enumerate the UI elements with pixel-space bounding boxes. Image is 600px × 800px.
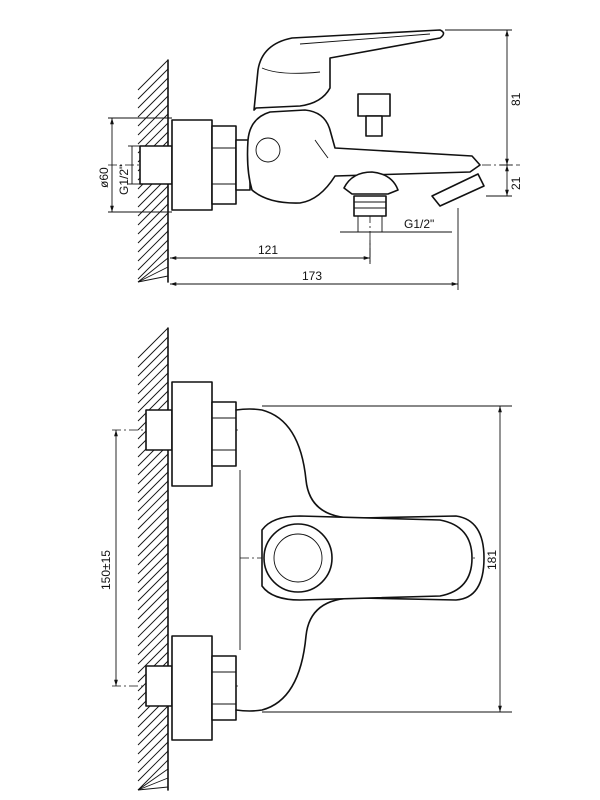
hatch-line (137, 759, 169, 791)
center-150-label: 150±15 (99, 550, 113, 590)
dim-center-150: 150±15 (99, 430, 118, 686)
hatch-line (137, 471, 169, 503)
hatch-line (137, 68, 169, 100)
hatch-line (137, 723, 169, 755)
hatch-line (137, 570, 169, 602)
hatch-line (137, 248, 169, 280)
hatch-line (137, 86, 169, 118)
hatch-line (137, 516, 169, 548)
spout-tip (431, 173, 485, 207)
hatch-line (137, 462, 169, 494)
width-181-label: 181 (485, 550, 499, 570)
hatch-line (137, 221, 169, 253)
hatch-line (137, 266, 169, 283)
height-21-label: 21 (509, 176, 523, 190)
dim-height-81: 81 (445, 29, 523, 166)
thread-inlet-label: G1/2" (117, 165, 131, 195)
upper-inlet-assembly (145, 381, 237, 487)
hatch-line (137, 390, 169, 422)
dim-thread-outlet: G1/2" (340, 217, 452, 233)
dim-length-121: 121 (170, 240, 371, 264)
hatch-line (137, 777, 169, 791)
hatch-line (137, 579, 169, 611)
hatch-line (137, 588, 169, 620)
hatch-line (137, 113, 169, 145)
hex-nut (211, 125, 237, 205)
hatch-line (137, 642, 169, 674)
dim-height-21: 21 (486, 165, 523, 197)
hatch-line (137, 498, 169, 530)
lower-inlet-assembly (145, 635, 237, 741)
hatch-line (137, 453, 169, 485)
hatch-line (137, 230, 169, 262)
hatch-line (137, 363, 169, 395)
side-view: ø60 G1/2" 81 21 G1/2" (97, 29, 523, 290)
height-81-label: 81 (509, 92, 523, 106)
hatch-line (137, 732, 169, 764)
dim-thread-inlet: G1/2" (117, 145, 142, 195)
top-view: 181 150±15 (99, 327, 512, 791)
mixer-body (246, 109, 481, 204)
hatch-line (137, 194, 169, 226)
hatch-line (137, 624, 169, 656)
hatch-line (137, 750, 169, 782)
hatch-line (137, 345, 169, 377)
hatch-line (137, 606, 169, 638)
hatch-line (137, 552, 169, 584)
hatch-line (137, 239, 169, 271)
hatch-line (137, 275, 169, 283)
mixer-body-top (235, 408, 485, 712)
hatch-line (137, 59, 169, 91)
shower-outlet (343, 171, 399, 195)
wall-flange (171, 119, 213, 211)
diverter-knob (357, 93, 391, 137)
thread-outlet-label: G1/2" (404, 217, 434, 231)
wall-hatch-top (137, 327, 169, 791)
hatch-line (137, 257, 169, 283)
hatch-line (137, 480, 169, 512)
inlet-pipe (139, 145, 173, 185)
lever-handle (253, 29, 445, 111)
length-121-label: 121 (258, 243, 278, 257)
hatch-line (137, 77, 169, 109)
dim-diameter-60: ø60 (97, 117, 172, 213)
hatch-line (137, 381, 169, 413)
hatch-line (137, 543, 169, 575)
outlet-thread (353, 195, 387, 217)
hatch-line (137, 95, 169, 127)
hatch-line (137, 327, 169, 359)
hatch-line (137, 104, 169, 136)
hatch-line (137, 597, 169, 629)
hatch-line (137, 212, 169, 244)
hatch-line (137, 507, 169, 539)
hatch-line (137, 489, 169, 521)
hatch-line (137, 372, 169, 404)
diameter-60-label: ø60 (97, 167, 111, 188)
length-173-label: 173 (302, 269, 322, 283)
hatch-line (137, 705, 169, 737)
hatch-line (137, 534, 169, 566)
hatch-line (137, 185, 169, 217)
hatch-line (137, 786, 169, 791)
hatch-line (137, 768, 169, 791)
hatch-line (137, 714, 169, 746)
hatch-line (137, 525, 169, 557)
hatch-line (137, 615, 169, 647)
hatch-line (137, 561, 169, 593)
hatch-line (137, 203, 169, 235)
hatch-line (137, 354, 169, 386)
hatch-line (137, 633, 169, 665)
dim-width-181: 181 (262, 405, 512, 713)
hatch-line (137, 336, 169, 368)
hatch-line (137, 741, 169, 773)
dim-length-173: 173 (170, 208, 459, 290)
